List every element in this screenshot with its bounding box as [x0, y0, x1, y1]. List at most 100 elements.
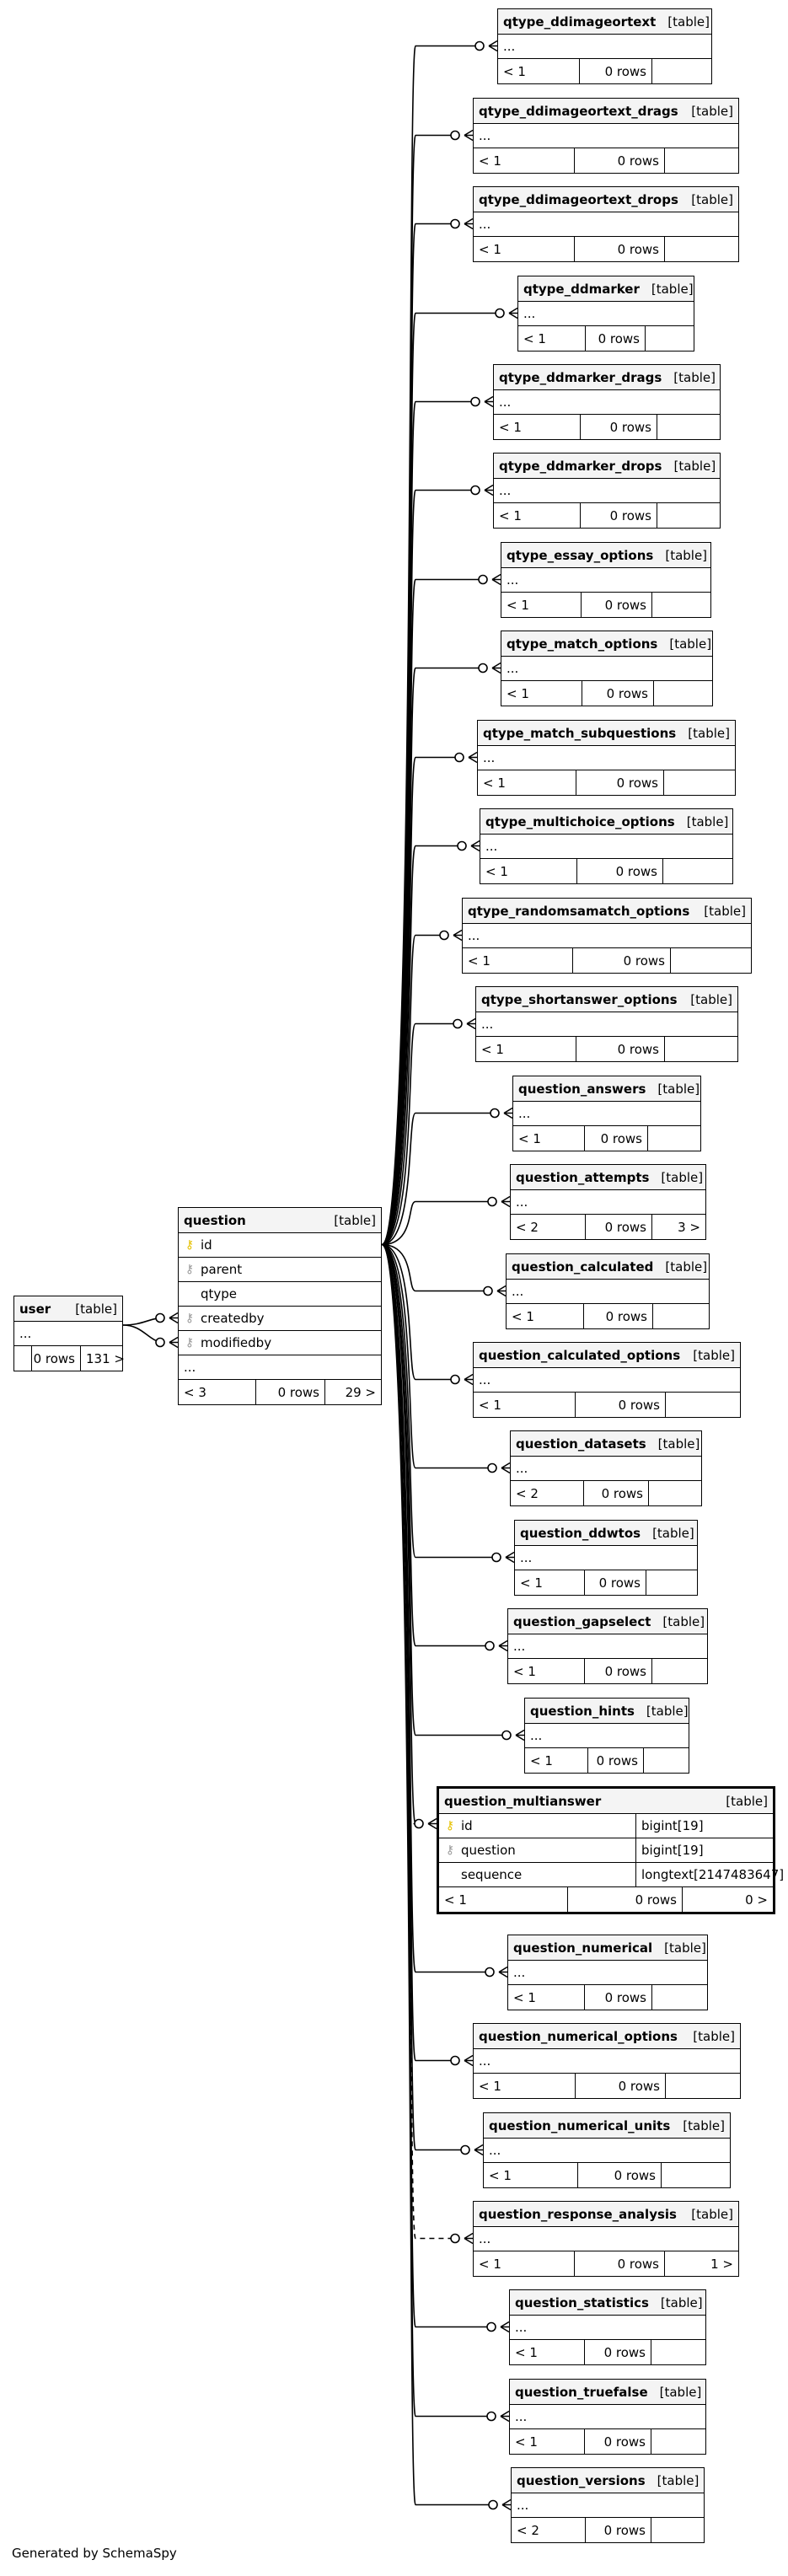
table-name[interactable]: question_numerical_units: [489, 2117, 671, 2133]
column-row[interactable]: ...: [511, 1457, 701, 1481]
table-header[interactable]: question_truefalse[table]: [510, 2380, 705, 2405]
column-row[interactable]: ...: [494, 479, 720, 503]
table-name[interactable]: question_gapselect: [513, 1613, 651, 1629]
parent-count[interactable]: < 1: [530, 1752, 553, 1768]
table-name[interactable]: question_versions: [517, 2472, 646, 2488]
table-header[interactable]: question_multianswer[table]: [439, 1789, 773, 1814]
table-header[interactable]: qtype_match_subquestions[table]: [478, 721, 735, 746]
parent-count[interactable]: < 1: [518, 1130, 541, 1146]
column-row[interactable]: ...: [474, 212, 738, 237]
parent-count[interactable]: < 1: [499, 507, 522, 523]
table-name[interactable]: question_truefalse: [515, 2384, 648, 2400]
child-count[interactable]: [653, 681, 712, 706]
child-count[interactable]: [645, 326, 694, 351]
child-count[interactable]: 0 >: [682, 1887, 773, 1912]
parent-count[interactable]: < 1: [503, 63, 526, 79]
parent-count[interactable]: < 1: [485, 863, 508, 879]
table-name[interactable]: question_hints: [530, 1703, 635, 1719]
table-header[interactable]: qtype_ddmarker[table]: [518, 276, 694, 302]
table-name[interactable]: qtype_essay_options: [507, 547, 654, 563]
child-count[interactable]: 29 >: [324, 1380, 381, 1404]
child-count[interactable]: [646, 1570, 697, 1595]
column-row[interactable]: ...: [474, 1368, 740, 1393]
table-header[interactable]: question_versions[table]: [512, 2468, 704, 2493]
column-row[interactable]: ...: [508, 1634, 707, 1659]
column-row[interactable]: ...: [513, 1102, 700, 1126]
parent-count[interactable]: < 1: [507, 685, 529, 701]
table-header[interactable]: qtype_ddimageortext_drags[table]: [474, 99, 738, 124]
child-count[interactable]: [665, 1393, 740, 1417]
column-row[interactable]: ⚷modifiedby: [179, 1331, 381, 1355]
child-count[interactable]: [662, 859, 732, 883]
table-name[interactable]: question_numerical_options: [479, 2028, 678, 2044]
column-row[interactable]: ...: [484, 2139, 730, 2163]
column-row[interactable]: ...: [507, 1280, 709, 1304]
parent-count[interactable]: < 2: [516, 1219, 539, 1235]
child-count[interactable]: [648, 1481, 701, 1505]
table-header[interactable]: question[table]: [179, 1208, 381, 1233]
child-count[interactable]: [663, 770, 735, 795]
table-header[interactable]: question_calculated_options[table]: [474, 1343, 740, 1368]
child-count[interactable]: [651, 593, 710, 617]
table-name[interactable]: qtype_match_options: [507, 636, 658, 652]
table-name[interactable]: qtype_ddimageortext: [503, 13, 657, 30]
child-count[interactable]: [651, 2518, 704, 2542]
column-row[interactable]: ...: [508, 1961, 707, 1985]
table-header[interactable]: qtype_multichoice_options[table]: [480, 809, 732, 835]
column-row[interactable]: ⚷parent: [179, 1258, 381, 1282]
table-header[interactable]: question_statistics[table]: [510, 2290, 705, 2316]
child-count[interactable]: [661, 2163, 730, 2187]
table-header[interactable]: question_gapselect[table]: [508, 1609, 707, 1634]
child-count[interactable]: [664, 1037, 737, 1061]
child-count[interactable]: 131 >: [80, 1346, 130, 1371]
parent-count[interactable]: < 1: [507, 597, 529, 613]
table-name[interactable]: question_attempts: [516, 1169, 650, 1185]
table-name[interactable]: question_numerical: [513, 1940, 653, 1956]
column-row[interactable]: ...: [474, 2227, 738, 2251]
child-count[interactable]: [647, 1126, 700, 1151]
parent-count[interactable]: < 1: [489, 2167, 512, 2183]
column-row[interactable]: ⚷createdby: [179, 1307, 381, 1331]
column-row[interactable]: ...: [478, 746, 735, 770]
table-header[interactable]: qtype_ddmarker_drops[table]: [494, 453, 720, 479]
column-row[interactable]: ...: [498, 35, 711, 59]
column-row[interactable]: ⚷id: [179, 1233, 381, 1258]
child-count[interactable]: 1 >: [664, 2251, 738, 2276]
column-row[interactable]: ...: [525, 1724, 689, 1748]
parent-count[interactable]: < 3: [184, 1384, 206, 1400]
parent-count[interactable]: < 1: [515, 2434, 538, 2450]
table-name[interactable]: user: [19, 1301, 51, 1317]
table-name[interactable]: qtype_shortanswer_options: [481, 991, 678, 1007]
column-row[interactable]: ...: [515, 1546, 697, 1570]
child-count[interactable]: [664, 148, 738, 173]
column-row[interactable]: ...: [179, 1355, 381, 1380]
table-name[interactable]: question_statistics: [515, 2294, 649, 2310]
parent-count[interactable]: < 2: [516, 1485, 539, 1501]
table-name[interactable]: question_ddwtos: [520, 1525, 641, 1541]
table-name[interactable]: qtype_randomsamatch_options: [468, 903, 690, 919]
table-header[interactable]: question_calculated[table]: [507, 1254, 709, 1280]
parent-count[interactable]: < 1: [483, 775, 506, 791]
table-name[interactable]: question: [184, 1212, 246, 1228]
table-header[interactable]: question_answers[table]: [513, 1076, 700, 1102]
parent-count[interactable]: < 1: [520, 1575, 543, 1591]
child-count[interactable]: 3 >: [651, 1215, 705, 1239]
table-name[interactable]: question_multianswer: [444, 1793, 602, 1809]
column-row[interactable]: ...: [14, 1322, 122, 1346]
parent-count[interactable]: [14, 1346, 31, 1371]
column-row[interactable]: ...: [501, 657, 712, 681]
table-header[interactable]: qtype_ddmarker_drags[table]: [494, 365, 720, 390]
